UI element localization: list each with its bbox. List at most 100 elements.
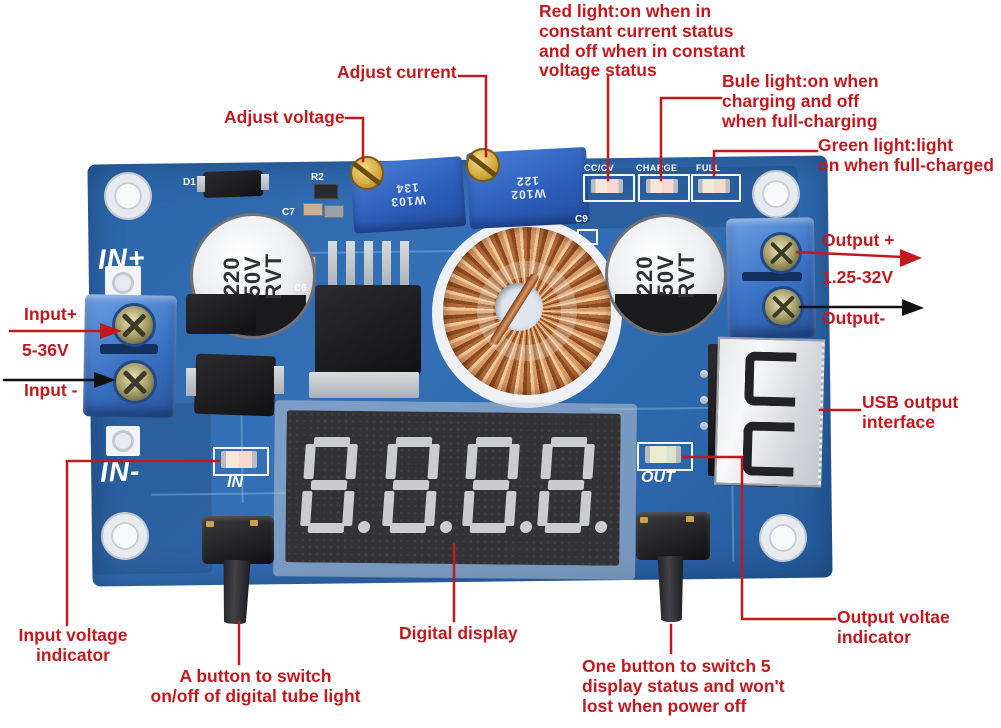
- led-label-cccv: CC/CV: [584, 163, 615, 173]
- diode-lead: [186, 368, 196, 396]
- digit-segment: [345, 444, 358, 479]
- output-indicator-led-chip: [645, 446, 681, 463]
- smd-capacitor-c7: [303, 203, 323, 216]
- annotation-input-plus: Input+: [24, 304, 77, 324]
- digit-segment: [392, 480, 430, 490]
- ref-c7: C7: [282, 207, 295, 218]
- digit-segment: [544, 523, 582, 533]
- digit-segment: [469, 523, 507, 533]
- usb-pin: [700, 396, 708, 404]
- silkscreen-in-plus: IN+: [97, 242, 146, 275]
- cc-cv-led-chip: [591, 179, 623, 193]
- ic-lead: [364, 241, 373, 289]
- annotation-adjust-current: Adjust current: [337, 62, 457, 82]
- arrowhead-output-minus: [902, 299, 924, 316]
- ref-c6: C6: [294, 283, 307, 294]
- led-label-full: FULL: [696, 163, 721, 173]
- current-trimpot-screw: [466, 148, 500, 182]
- usb-pin: [700, 422, 708, 430]
- output-capacitor: 220 50V RVT: [605, 214, 727, 336]
- digit-segment: [475, 437, 513, 447]
- button-pin: [686, 516, 694, 522]
- smd-component: [186, 294, 256, 334]
- mounting-hole: [754, 172, 798, 216]
- capacitor-marking: 220 50V RVT: [631, 251, 699, 299]
- leader-adjust-current: [457, 74, 488, 158]
- mounting-hole: [761, 516, 805, 560]
- annotation-digital-display: Digital display: [399, 623, 518, 643]
- capacitor-sleeve: [614, 293, 718, 333]
- ic-tab: [309, 372, 419, 398]
- annotation-input-indicator: Input voltage indicator: [18, 625, 128, 665]
- ic-lead: [400, 241, 409, 289]
- ref-d1: D1: [183, 177, 196, 188]
- digit-segment: [537, 491, 550, 526]
- annotation-blue-light: Bule light:on when charging and off when…: [722, 71, 879, 131]
- annotation-green-light: Green light:light on when full-charged: [818, 135, 994, 175]
- digit-segment: [303, 444, 316, 479]
- pad-hole: [112, 272, 134, 294]
- digit-segment: [582, 444, 595, 479]
- diode-d1-lead: [261, 174, 269, 190]
- digit-segment: [507, 444, 520, 479]
- digit-segment: [310, 480, 348, 490]
- digit-segment: [465, 444, 478, 479]
- usb-pin: [700, 370, 708, 378]
- voltage-trimpot-screw: [350, 156, 384, 190]
- digit-segment: [385, 444, 398, 479]
- led-label-charge: CHARGE: [636, 163, 678, 173]
- ref-r2: R2: [311, 172, 324, 183]
- diode-d1: [202, 169, 264, 199]
- digit-segment: [540, 444, 553, 479]
- input-minus-screw: [113, 360, 157, 404]
- charge-led-chip: [646, 179, 678, 193]
- annotation-output-plus: Output +: [822, 230, 895, 250]
- annotation-output-minus: Output-: [822, 308, 886, 328]
- annotation-usb: USB output interface: [862, 392, 959, 432]
- screw-slot: [468, 152, 498, 178]
- mounting-hole: [103, 514, 147, 558]
- terminal-divider: [742, 272, 802, 281]
- annotation-adjust-voltage: Adjust voltage: [224, 107, 345, 127]
- smd-resistor-r2: [314, 184, 338, 199]
- usb-latch-cutout: [742, 421, 795, 477]
- annotation-red-light: Red light:on when in constant current st…: [539, 1, 746, 81]
- silkscreen-in-minus: IN-: [99, 455, 141, 488]
- display-mode-button-stem: [654, 556, 687, 623]
- silkscreen-pad: [106, 426, 140, 456]
- digit-segment: [389, 523, 427, 533]
- digit-segment: [427, 444, 440, 479]
- annotation-input-range: 5-36V: [22, 340, 69, 360]
- display-digit: [382, 437, 453, 533]
- regulator-ic: [315, 285, 421, 375]
- terminal-divider: [100, 344, 158, 354]
- screw-slot: [352, 160, 382, 186]
- ic-lead: [346, 241, 355, 289]
- usb-latch-cutout: [744, 351, 797, 407]
- button-pin: [250, 520, 258, 526]
- digit-segment: [550, 437, 588, 447]
- diode-d1-lead: [197, 176, 205, 192]
- digit-segment: [424, 491, 437, 526]
- usb-port: [714, 336, 825, 488]
- input-indicator-led-chip: [221, 451, 257, 468]
- trimpot-marking: W103 134: [390, 181, 427, 210]
- digit-segment: [462, 491, 475, 526]
- ic-lead: [328, 241, 337, 289]
- output-minus-screw: [762, 286, 804, 328]
- diode-lead: [274, 366, 284, 394]
- digit-segment: [395, 437, 433, 447]
- digit-segment: [342, 491, 355, 526]
- digit-segment: [547, 480, 585, 490]
- out-led-label: OUT: [641, 469, 675, 486]
- in-led-label: IN: [227, 474, 243, 491]
- smd-capacitor: [324, 205, 344, 218]
- capacitor-marking: 220 50V RVT: [218, 252, 286, 300]
- digit-segment: [579, 491, 592, 526]
- annotation-right-button: One button to switch 5 display status an…: [582, 656, 785, 716]
- digit-segment: [382, 491, 395, 526]
- leader-adjust-voltage: [344, 116, 365, 163]
- display-digit: [537, 437, 608, 533]
- button-pin: [640, 517, 648, 523]
- ref-c9: C9: [575, 214, 588, 225]
